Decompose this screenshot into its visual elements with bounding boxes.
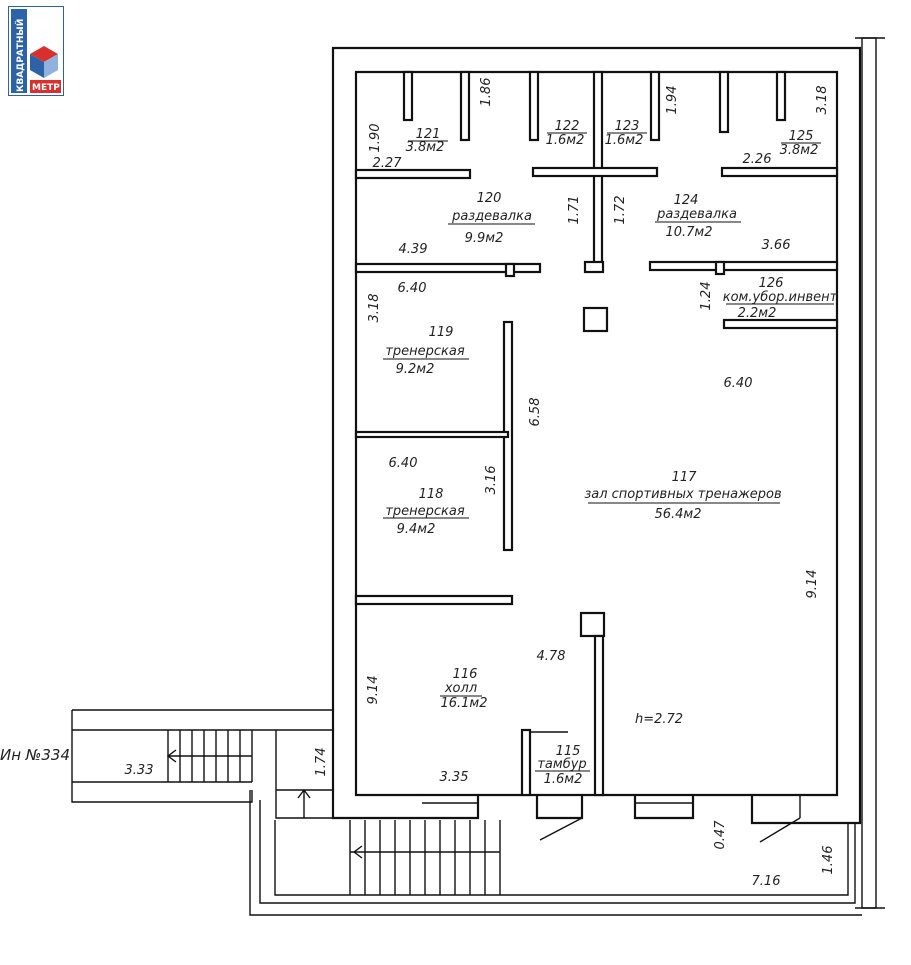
room-122: 122 1.6м2 — [546, 119, 587, 148]
svg-text:9.14: 9.14 — [805, 570, 820, 599]
room-118: 118 тренерская 9.4м2 — [383, 487, 469, 537]
room-115: 115 тамбур 1.6м2 — [535, 744, 590, 787]
svg-text:125: 125 — [789, 129, 814, 144]
svg-text:1.24: 1.24 — [699, 282, 714, 311]
svg-text:123: 123 — [615, 119, 640, 134]
svg-text:3.33: 3.33 — [125, 763, 154, 778]
svg-text:124: 124 — [674, 193, 699, 208]
room-124: 124 раздевалка 10.7м2 — [655, 193, 741, 240]
svg-text:1.6м2: 1.6м2 — [605, 133, 644, 148]
svg-text:3.18: 3.18 — [367, 294, 382, 323]
entrance-platform — [259, 800, 856, 904]
svg-text:4.78: 4.78 — [537, 649, 566, 664]
svg-text:115: 115 — [556, 744, 581, 759]
ceiling-height: h=2.72 — [635, 712, 683, 727]
room-123: 123 1.6м2 — [605, 119, 647, 148]
svg-text:1.6м2: 1.6м2 — [544, 772, 583, 787]
svg-text:7.16: 7.16 — [752, 874, 781, 889]
room-117: 117 зал спортивных тренажеров 56.4м2 — [584, 470, 781, 522]
svg-text:6.58: 6.58 — [528, 398, 543, 427]
kvadratny-metr-logo: КВАДРАТНЫЙ МЕТР — [8, 6, 64, 96]
svg-text:ком.убор.инвент: ком.убор.инвент — [723, 290, 838, 305]
svg-text:тренерская: тренерская — [385, 344, 465, 359]
svg-text:6.40: 6.40 — [398, 281, 427, 296]
svg-text:118: 118 — [419, 487, 444, 502]
svg-text:0.47: 0.47 — [713, 820, 728, 850]
svg-text:119: 119 — [429, 325, 454, 340]
svg-text:1.74: 1.74 — [314, 748, 329, 777]
svg-text:1.72: 1.72 — [613, 196, 628, 225]
interior-walls — [354, 70, 839, 797]
svg-text:3.66: 3.66 — [762, 238, 791, 253]
svg-text:56.4м2: 56.4м2 — [654, 507, 701, 522]
svg-text:2.2м2: 2.2м2 — [738, 306, 777, 321]
svg-text:3.8м2: 3.8м2 — [780, 143, 819, 158]
room-121: 121 3.8м2 — [406, 127, 448, 155]
svg-text:9.4м2: 9.4м2 — [397, 522, 436, 537]
svg-text:2.27: 2.27 — [373, 156, 403, 171]
room-125: 125 3.8м2 — [780, 129, 821, 158]
svg-text:раздевалка: раздевалка — [451, 209, 532, 224]
svg-text:120: 120 — [477, 191, 502, 206]
room-119: 119 тренерская 9.2м2 — [383, 325, 469, 377]
svg-text:3.16: 3.16 — [484, 466, 499, 495]
stair-steps — [349, 820, 501, 895]
svg-text:4.39: 4.39 — [399, 242, 428, 257]
svg-text:2.26: 2.26 — [743, 152, 772, 167]
svg-text:6.40: 6.40 — [724, 376, 753, 391]
door-swings — [422, 794, 801, 843]
svg-text:3.35: 3.35 — [440, 770, 469, 785]
svg-text:1.71: 1.71 — [567, 196, 582, 225]
svg-text:117: 117 — [672, 470, 698, 485]
svg-text:9.9м2: 9.9м2 — [465, 231, 504, 246]
svg-text:тамбур: тамбур — [537, 757, 586, 772]
svg-text:холл: холл — [444, 681, 477, 696]
svg-text:3.18: 3.18 — [815, 86, 830, 115]
side-stairs — [166, 730, 333, 818]
svg-text:9.2м2: 9.2м2 — [396, 362, 435, 377]
svg-text:тренерская: тренерская — [385, 504, 465, 519]
svg-text:10.7м2: 10.7м2 — [665, 225, 712, 240]
dimension-labels: 1.90 1.86 1.94 3.18 2.27 2.26 1.71 1.72 … — [125, 78, 836, 889]
svg-text:3.8м2: 3.8м2 — [406, 140, 445, 155]
svg-text:раздевалка: раздевалка — [656, 207, 737, 222]
svg-text:116: 116 — [453, 667, 478, 682]
side-corridor — [71, 709, 333, 819]
svg-text:зал спортивных тренажеров: зал спортивных тренажеров — [584, 487, 781, 502]
svg-text:1.94: 1.94 — [665, 86, 680, 115]
svg-text:1.90: 1.90 — [368, 124, 383, 153]
inventory-number: Ин №334 — [0, 746, 70, 764]
svg-text:121: 121 — [416, 127, 441, 142]
svg-text:1.86: 1.86 — [479, 78, 494, 107]
svg-text:1.6м2: 1.6м2 — [546, 133, 585, 148]
svg-text:126: 126 — [759, 276, 784, 291]
logo-text-top: КВАДРАТНЫЙ — [14, 19, 26, 92]
svg-text:16.1м2: 16.1м2 — [440, 696, 487, 711]
room-120: 120 раздевалка 9.9м2 — [448, 191, 535, 246]
logo-text-bottom: МЕТР — [32, 83, 60, 93]
svg-text:9.14: 9.14 — [366, 676, 381, 705]
exterior-column — [861, 37, 877, 909]
room-126: 126 ком.убор.инвент 2.2м2 — [723, 276, 838, 321]
svg-text:6.40: 6.40 — [389, 456, 418, 471]
room-116: 116 холл 16.1м2 — [440, 667, 488, 711]
svg-text:1.46: 1.46 — [821, 846, 836, 875]
svg-text:122: 122 — [555, 119, 580, 134]
